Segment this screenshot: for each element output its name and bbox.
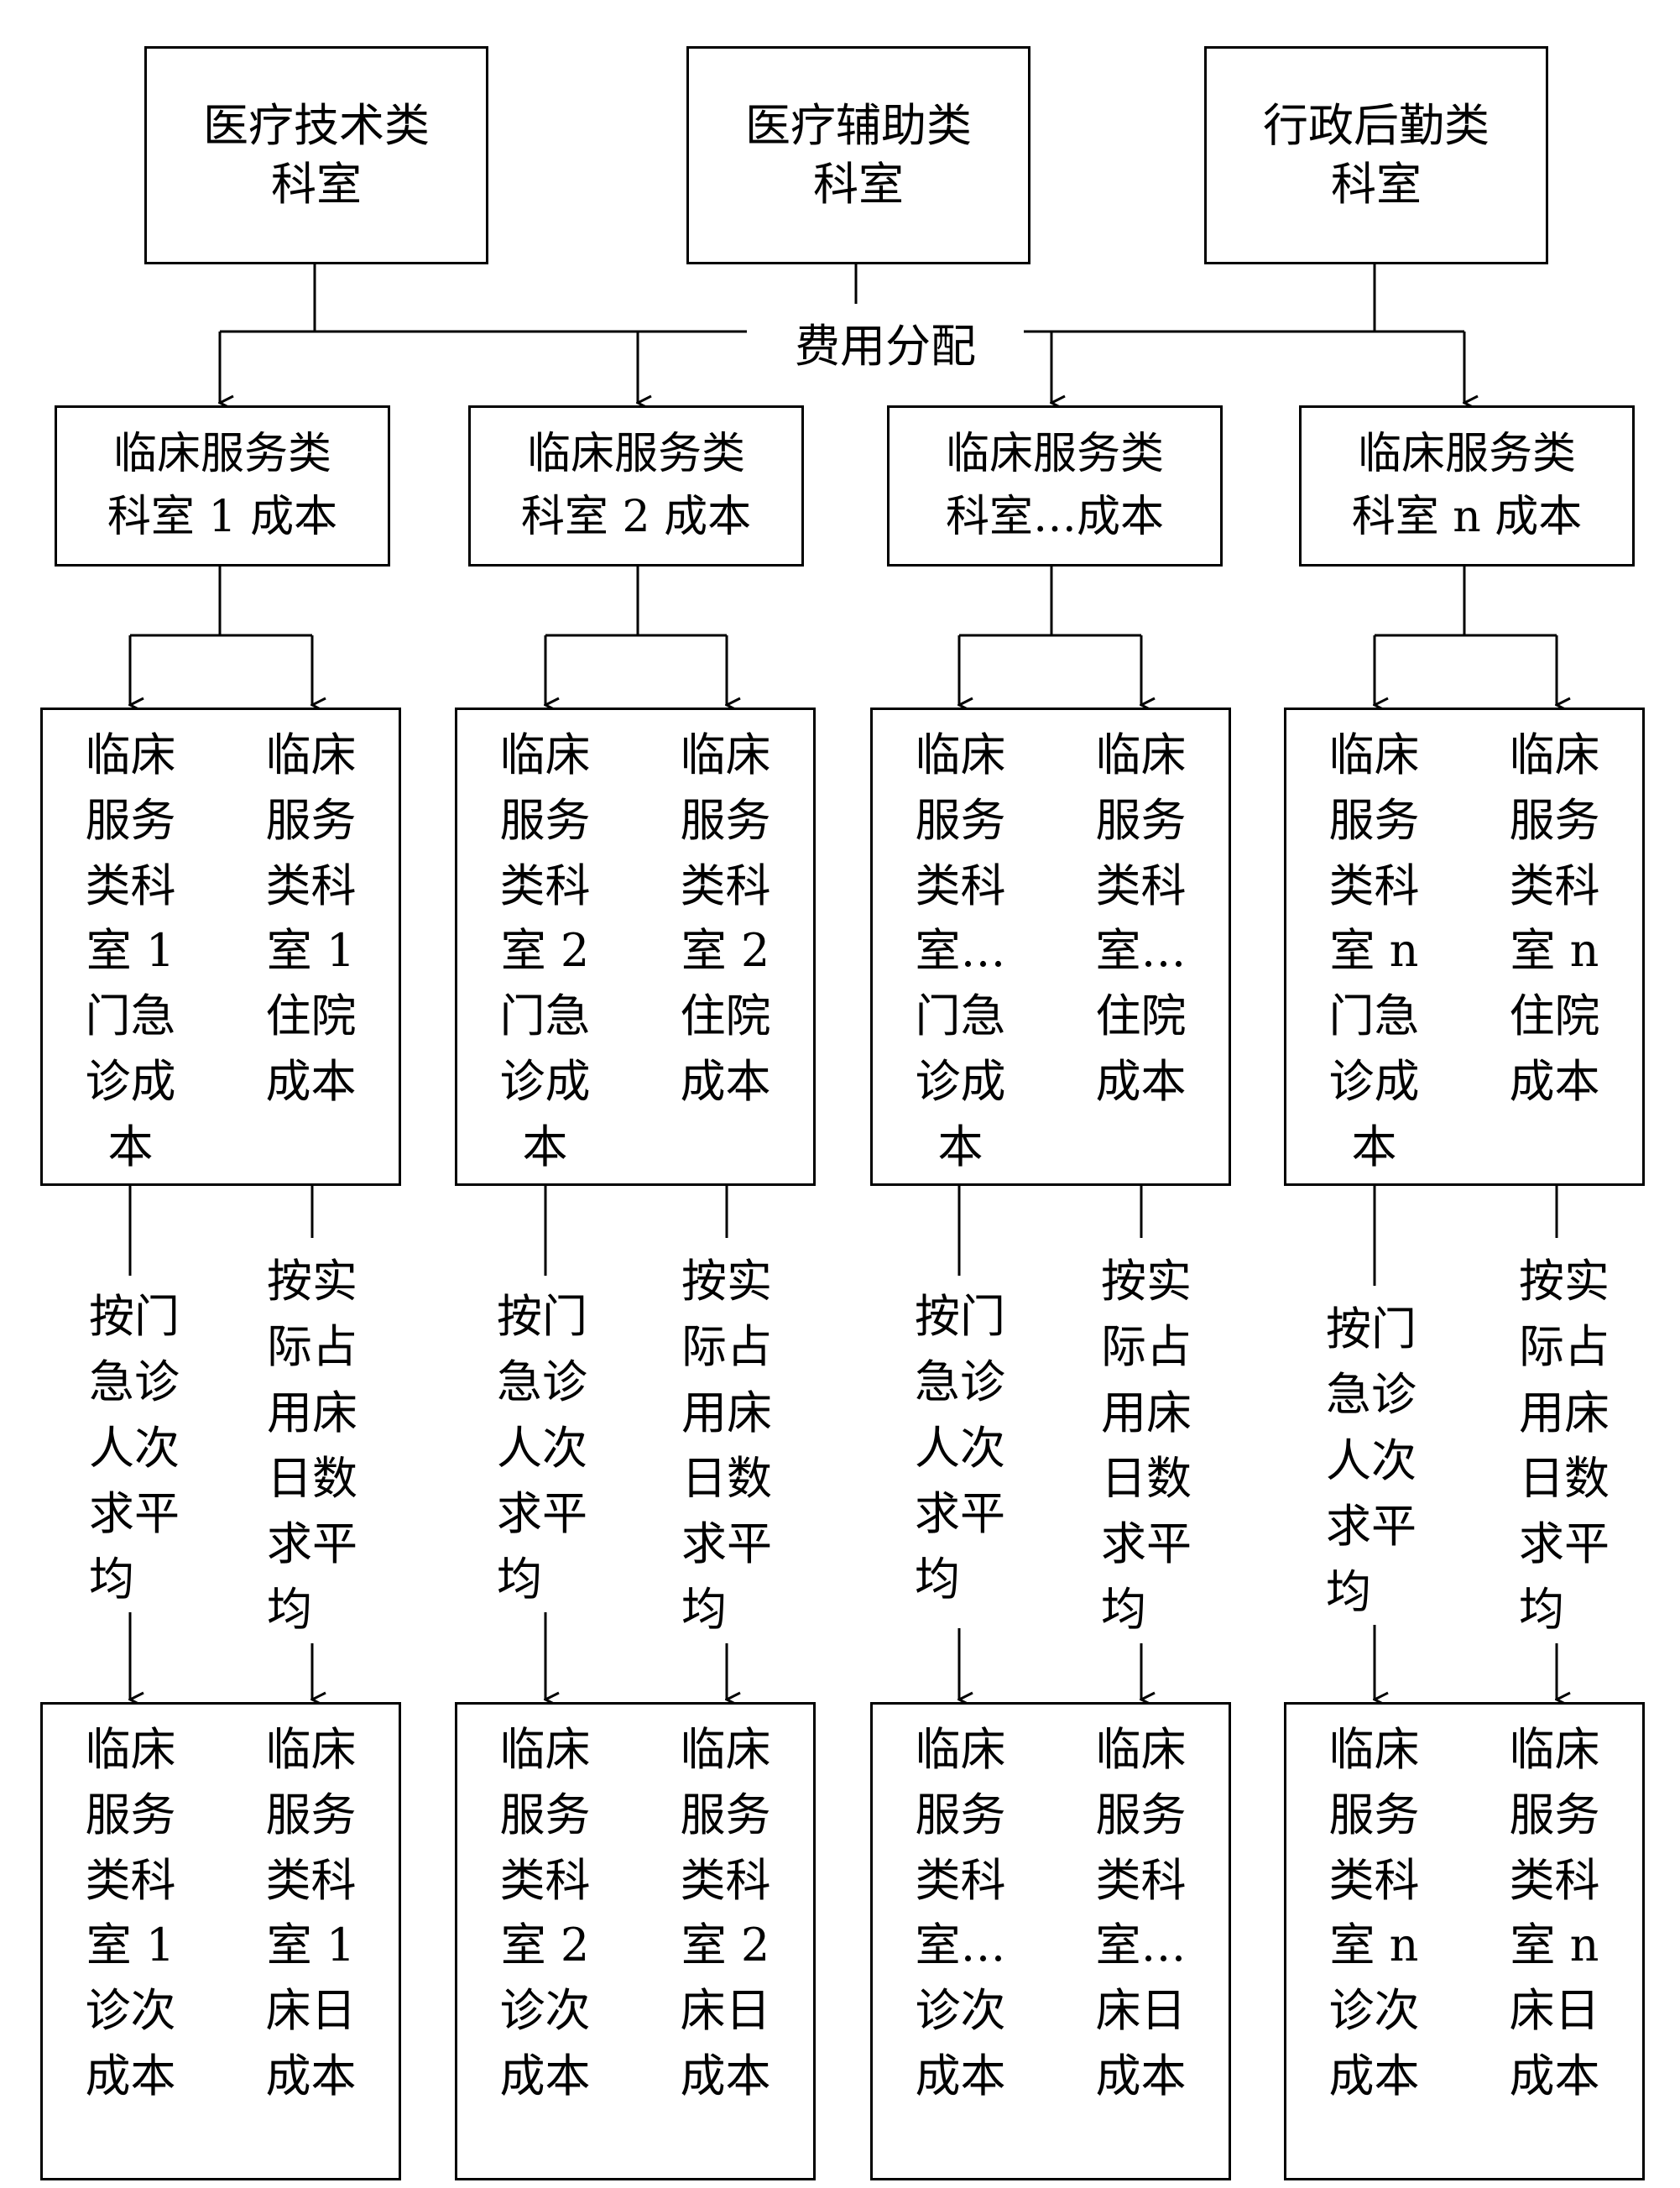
clinical-dept-ellipsis-visit-cost: 临床 服务 类科 室… 诊次 成本 bbox=[915, 1723, 1006, 2102]
clinical-dept-1-outpatient-method: 按门 急诊 人次 求平 均 bbox=[89, 1284, 180, 1613]
clinical-dept-n-inpatient-cost: 临床 服务 类科 室 n 住院 成本 bbox=[1509, 728, 1600, 1108]
clinical-dept-2-inpatient-cost: 临床 服务 类科 室 2 住院 成本 bbox=[680, 728, 771, 1108]
clinical-dept-2-result-box bbox=[455, 1702, 816, 2180]
clinical-dept-2-cost-box: 临床服务类 科室 2 成本 bbox=[468, 405, 804, 567]
clinical-dept-1-inpatient-cost: 临床 服务 类科 室 1 住院 成本 bbox=[265, 728, 357, 1108]
clinical-dept-ellipsis-bed-day-cost: 临床 服务 类科 室… 床日 成本 bbox=[1095, 1723, 1187, 2102]
clinical-dept-2-bed-day-cost: 临床 服务 类科 室 2 床日 成本 bbox=[680, 1723, 771, 2102]
clinical-dept-n-cost-box: 临床服务类 科室 n 成本 bbox=[1299, 405, 1635, 567]
clinical-dept-ellipsis-inpatient-cost: 临床 服务 类科 室… 住院 成本 bbox=[1095, 728, 1187, 1108]
clinical-dept-ellipsis-cost-box: 临床服务类 科室…成本 bbox=[887, 405, 1223, 567]
clinical-dept-1-inpatient-method: 按实 际占 用床 日数 求平 均 bbox=[267, 1249, 357, 1643]
clinical-dept-ellipsis-outpatient-cost: 临床 服务 类科 室… 门急 诊成 本 bbox=[915, 728, 1006, 1173]
clinical-dept-ellipsis-split-box bbox=[870, 708, 1231, 1186]
clinical-dept-ellipsis-inpatient-method: 按实 际占 用床 日数 求平 均 bbox=[1101, 1249, 1192, 1643]
clinical-dept-2-visit-cost: 临床 服务 类科 室 2 诊次 成本 bbox=[499, 1723, 591, 2102]
clinical-dept-1-split-box bbox=[40, 708, 401, 1186]
clinical-dept-ellipsis-result-box bbox=[870, 1702, 1231, 2180]
clinical-dept-2-outpatient-method: 按门 急诊 人次 求平 均 bbox=[497, 1284, 587, 1613]
clinical-dept-n-inpatient-method: 按实 际占 用床 日数 求平 均 bbox=[1519, 1249, 1610, 1643]
clinical-dept-1-visit-cost: 临床 服务 类科 室 1 诊次 成本 bbox=[85, 1723, 176, 2102]
clinical-dept-n-outpatient-method: 按门 急诊 人次 求平 均 bbox=[1326, 1297, 1417, 1626]
clinical-dept-n-visit-cost: 临床 服务 类科 室 n 诊次 成本 bbox=[1328, 1723, 1420, 2102]
medical-technology-dept-box: 医疗技术类 科室 bbox=[144, 46, 488, 264]
cost-allocation-label: 费用分配 bbox=[747, 304, 1024, 379]
clinical-dept-1-outpatient-cost: 临床 服务 类科 室 1 门急 诊成 本 bbox=[85, 728, 176, 1173]
clinical-dept-2-split-box bbox=[455, 708, 816, 1186]
clinical-dept-2-inpatient-method: 按实 际占 用床 日数 求平 均 bbox=[681, 1249, 772, 1643]
admin-logistics-dept-box: 行政后勤类 科室 bbox=[1204, 46, 1548, 264]
clinical-dept-n-outpatient-cost: 临床 服务 类科 室 n 门急 诊成 本 bbox=[1328, 728, 1420, 1173]
medical-auxiliary-dept-box: 医疗辅助类 科室 bbox=[686, 46, 1030, 264]
clinical-dept-ellipsis-outpatient-method: 按门 急诊 人次 求平 均 bbox=[915, 1284, 1005, 1613]
clinical-dept-n-result-box bbox=[1284, 1702, 1645, 2180]
clinical-dept-n-bed-day-cost: 临床 服务 类科 室 n 床日 成本 bbox=[1509, 1723, 1600, 2102]
clinical-dept-1-cost-box: 临床服务类 科室 1 成本 bbox=[55, 405, 390, 567]
clinical-dept-1-bed-day-cost: 临床 服务 类科 室 1 床日 成本 bbox=[265, 1723, 357, 2102]
clinical-dept-1-result-box bbox=[40, 1702, 401, 2180]
clinical-dept-n-split-box bbox=[1284, 708, 1645, 1186]
clinical-dept-2-outpatient-cost: 临床 服务 类科 室 2 门急 诊成 本 bbox=[499, 728, 591, 1173]
